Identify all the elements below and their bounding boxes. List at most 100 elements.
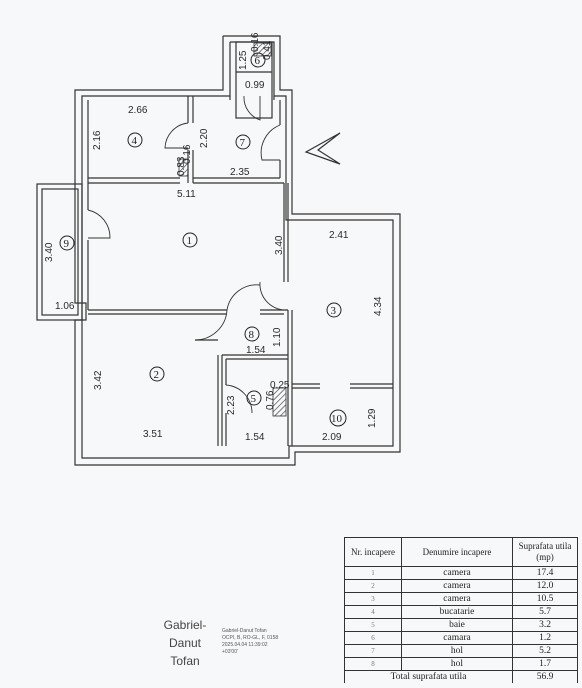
door-swing-balcony (87, 209, 111, 239)
cell-name: camara (401, 631, 513, 645)
balcony-inner (41, 188, 79, 316)
cell-area: 1.7 (512, 657, 578, 671)
dim-0-99: 0.99 (245, 80, 265, 91)
table-row: 3 camera 10.5 (344, 592, 578, 606)
cell-area: 12.0 (512, 579, 578, 593)
door-swing-pantry (243, 95, 261, 121)
dim-5-11: 5.11 (177, 189, 196, 200)
cell-area: 5.7 (512, 605, 578, 619)
dim-0-83: 0.83 (176, 156, 187, 176)
header-area: Suprafata utila (mp) (512, 537, 578, 567)
total-value: 56.9 (512, 670, 578, 683)
floor-plan: 2.66 2.16 2.20 2.35 5.11 0.99 1.25 0.41 … (36, 32, 401, 466)
door-swing-room2 (194, 309, 228, 341)
pantry-room-6 (235, 41, 273, 119)
room-number-6: 6 (255, 55, 261, 67)
cell-name: camera (401, 566, 513, 580)
room-number-7: 7 (240, 137, 246, 149)
dim-4-34: 4.34 (373, 296, 384, 316)
signature-detail-line: +03'00' (222, 649, 238, 655)
dim-1-29: 1.29 (367, 408, 378, 428)
dim-0-76: 0.76 (265, 390, 276, 410)
cell-area: 3.2 (512, 618, 578, 632)
table-row: 2 camera 12.0 (344, 579, 578, 593)
cell-name: camera (401, 579, 513, 593)
dim-1-25: 1.25 (238, 50, 249, 70)
outer-wall (74, 35, 401, 466)
signature-detail-line: Gabriel-Danut Tofan (222, 628, 267, 634)
cell-nr: 4 (344, 605, 402, 619)
cell-area: 10.5 (512, 592, 578, 606)
dim-3-51: 3.51 (143, 429, 163, 440)
room-number-2: 2 (154, 369, 160, 381)
cell-area: 1.2 (512, 631, 578, 645)
dim-0-16: 0.16 (250, 32, 261, 52)
dim-1-54-hall: 1.54 (246, 345, 266, 356)
dim-3-42: 3.42 (93, 370, 104, 390)
signature-name-line: Gabriel- (163, 618, 207, 632)
cell-area: 5.2 (512, 644, 578, 658)
room-number-9: 9 (64, 238, 70, 250)
signature-name: Gabriel- Danut Tofan (150, 616, 220, 670)
dim-2-23: 2.23 (226, 395, 237, 415)
signature-detail-line: OCPI, B, RO-GL, F, 0158 (222, 635, 279, 641)
cell-nr: 8 (344, 657, 402, 671)
dim-2-16: 2.16 (92, 130, 103, 150)
dim-1-10: 1.10 (272, 327, 283, 347)
dim-2-66: 2.66 (128, 105, 148, 116)
room-number-4: 4 (132, 135, 138, 147)
door-swing-bath (225, 384, 253, 414)
cell-name: camera (401, 592, 513, 606)
room-area-table: Nr. incapere Denumire incapere Suprafata… (344, 537, 578, 683)
dim-2-35: 2.35 (230, 167, 250, 178)
balcony-room-9 (36, 183, 83, 321)
table-row: 6 camara 1.2 (344, 631, 578, 645)
dim-0-16b: 0.16 (182, 144, 193, 164)
total-label: Total suprafata utila (344, 670, 513, 683)
duct-kitchen (178, 158, 189, 177)
header-name: Denumire incapere (401, 537, 513, 567)
door-swing-room1 (226, 284, 261, 311)
cell-nr: 3 (344, 592, 402, 606)
dim-3-40-room1: 3.40 (274, 235, 285, 255)
room-number-3: 3 (331, 305, 337, 317)
cell-name: hol (401, 644, 513, 658)
dim-0-25: 0.25 (270, 380, 290, 391)
cell-name: bucatarie (401, 605, 513, 619)
table-row: 1 camera 17.4 (344, 566, 578, 580)
entrance-arrow-icon (304, 132, 341, 165)
duct-bath (272, 387, 287, 417)
room-number-5: 5 (251, 393, 257, 405)
cell-nr: 6 (344, 631, 402, 645)
dim-3-40-balcony: 3.40 (44, 242, 55, 262)
room-number-10: 10 (331, 413, 343, 425)
cell-nr: 2 (344, 579, 402, 593)
dim-1-54-bath: 1.54 (245, 432, 265, 443)
table-row: 8 hol 1.7 (344, 657, 578, 671)
cell-nr: 7 (344, 644, 402, 658)
dim-2-41: 2.41 (329, 230, 349, 241)
table-row: 5 baie 3.2 (344, 618, 578, 632)
cell-name: baie (401, 618, 513, 632)
dim-2-20: 2.20 (199, 128, 210, 148)
dim-2-09: 2.09 (322, 432, 342, 443)
header-nr: Nr. incapere (344, 537, 402, 567)
table-row: 4 bucatarie 5.7 (344, 605, 578, 619)
door-swing-kitchen (164, 122, 189, 149)
cell-area: 17.4 (512, 566, 578, 580)
dim-0-41: 0.41 (262, 40, 273, 60)
signature-details: Gabriel-Danut Tofan OCPI, B, RO-GL, F, 0… (222, 628, 292, 656)
cell-nr: 1 (344, 566, 402, 580)
door-swing-entrance (260, 124, 281, 161)
room-number-8: 8 (249, 329, 255, 341)
table-header-row: Nr. incapere Denumire incapere Suprafata… (344, 537, 578, 567)
door-swing-room3 (259, 281, 289, 311)
table-total-row: Total suprafata utila 56.9 (344, 670, 578, 683)
room-number-1: 1 (187, 235, 193, 247)
signature-name-line: Danut (168, 636, 202, 650)
dim-1-06: 1.06 (55, 301, 75, 312)
signature-detail-line: 2025.04.04 11:39:02 (222, 642, 268, 648)
cell-nr: 5 (344, 618, 402, 632)
cell-name: hol (401, 657, 513, 671)
table-row: 7 hol 5.2 (344, 644, 578, 658)
